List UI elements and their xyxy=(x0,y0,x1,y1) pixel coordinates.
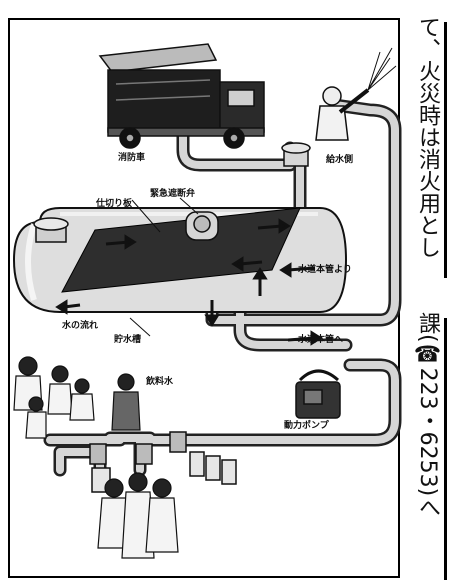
label-from-water-main: 水道本管より xyxy=(298,263,352,275)
flow-arrows xyxy=(55,218,323,346)
shutoff-valve xyxy=(185,211,219,241)
label-storage-tank: 貯水槽 xyxy=(114,333,141,345)
side-text-edge-bottom xyxy=(444,318,447,580)
side-text-column-1: て、火災時は消火用とし xyxy=(415,16,440,258)
callout-lines xyxy=(129,197,199,337)
label-drinking-water: 飲料水 xyxy=(145,375,174,387)
label-partition-plate: 仕切り板 xyxy=(95,197,133,209)
water-taps xyxy=(89,431,237,493)
people xyxy=(13,356,179,559)
supply-fixture xyxy=(281,142,311,167)
power-pump xyxy=(295,369,341,419)
fire-truck xyxy=(98,43,265,149)
label-water-supply-side: 給水側 xyxy=(326,153,353,165)
label-water-flow: 水の流れ xyxy=(62,319,98,331)
side-text-edge-top xyxy=(444,22,447,278)
label-power-pump: 動力ポンプ xyxy=(284,419,330,431)
partition-plate xyxy=(61,207,301,293)
side-text-column-2: 課(☎223・6253)へ xyxy=(415,312,440,519)
manhole xyxy=(33,217,69,243)
label-to-water-main: 水道本管へ xyxy=(298,333,343,345)
firefighter xyxy=(315,47,397,141)
label-fire-truck: 消防車 xyxy=(118,151,145,163)
label-emergency-shutoff-valve: 緊急遮断弁 xyxy=(150,187,195,199)
